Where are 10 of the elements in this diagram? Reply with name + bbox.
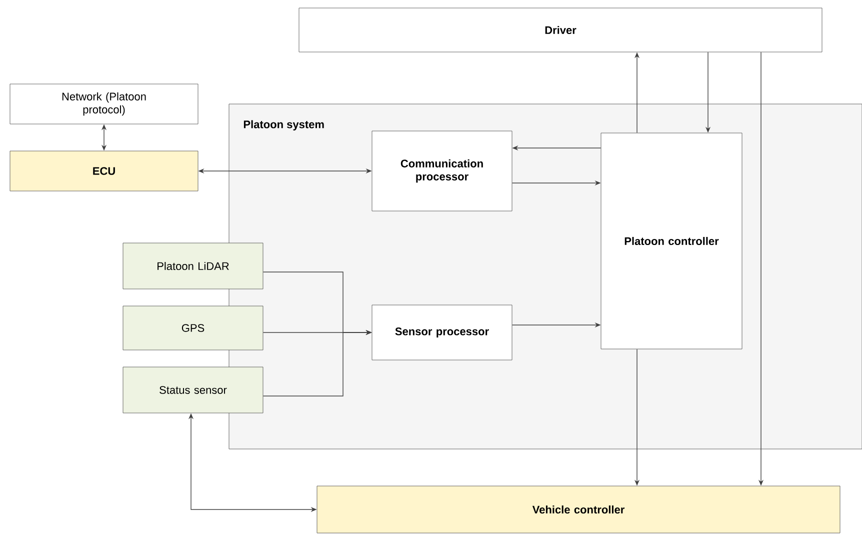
sensor-box: GPS <box>122 306 264 350</box>
processor-box: Sensor processor <box>372 304 512 360</box>
controller-box: Vehicle controller <box>316 486 840 534</box>
actor-box: Driver <box>298 8 822 52</box>
sensor-box: Status sensor <box>122 366 264 414</box>
ecu-box: ECU <box>10 150 198 192</box>
controller-box: Platoon controller <box>600 132 742 350</box>
processor-box: Communication processor <box>372 130 512 212</box>
network-box: Network (Platoon protocol) <box>10 84 198 124</box>
sensor-box: Platoon LiDAR <box>122 242 264 290</box>
